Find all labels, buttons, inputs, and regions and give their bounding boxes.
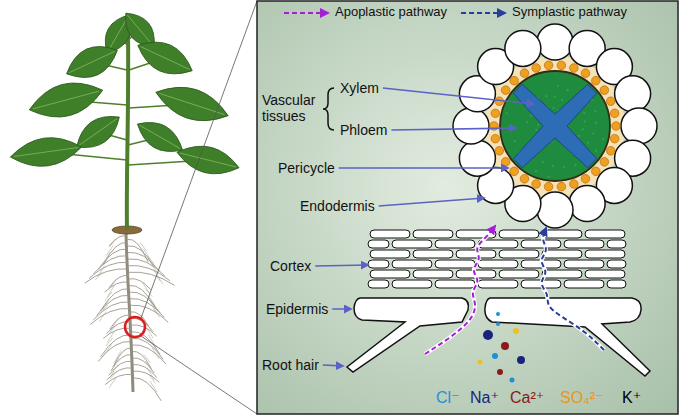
leader-arrow	[379, 198, 484, 206]
leader-arrow	[391, 128, 516, 130]
legend-text: Symplastic pathway	[512, 5, 627, 20]
symplastic-path	[542, 228, 604, 350]
brace	[323, 88, 334, 130]
part-label: Epidermis	[266, 301, 328, 317]
part-label: Phloem	[340, 122, 387, 138]
leader-arrow	[339, 167, 508, 169]
ion-label: K⁺	[622, 389, 641, 407]
part-label: Pericycle	[278, 160, 335, 176]
zoom-circle	[125, 317, 145, 337]
leader-lines	[315, 88, 534, 366]
symplastic-path-halo	[542, 228, 604, 350]
group-label: Vascular tissues	[262, 92, 322, 124]
part-label: Cortex	[270, 258, 311, 274]
part-label: Root hair	[262, 357, 319, 373]
cortex-cells	[368, 230, 626, 288]
leader-arrow	[332, 308, 351, 310]
plant-illustration	[8, 6, 242, 401]
ion-dots	[478, 312, 526, 383]
ion-label: Cl⁻	[436, 389, 460, 407]
leader-arrow	[315, 265, 368, 266]
apoplastic-path-halo	[425, 226, 495, 354]
legend-text: Apoplastic pathway	[335, 5, 447, 20]
ion-label: Na⁺	[470, 389, 499, 407]
leader-arrow	[383, 88, 534, 104]
epidermis-cells	[347, 298, 650, 376]
part-label: Endodermis	[300, 198, 375, 214]
apoplastic-path	[425, 226, 495, 354]
legend-sample	[461, 12, 505, 14]
zoom-line	[141, 1, 257, 414]
ion-label: Ca²⁺	[510, 389, 544, 407]
leader-arrow	[323, 364, 343, 367]
detail-panel	[257, 1, 678, 414]
legend-sample	[284, 12, 328, 14]
ion-label: SO₄²⁻	[560, 389, 603, 407]
part-label: Xylem	[340, 80, 379, 96]
root-system	[85, 232, 175, 401]
